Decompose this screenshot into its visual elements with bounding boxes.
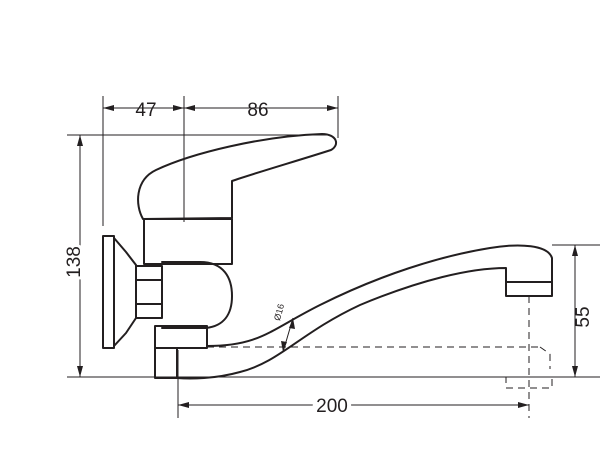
- mixer-body: [143, 218, 233, 379]
- spout: [176, 244, 553, 380]
- dimension-spout-height: [552, 244, 600, 377]
- dimension-spout-reach: [177, 350, 529, 418]
- spout-swivel-hidden-lines: [207, 346, 553, 389]
- total-height-label: 138: [64, 246, 85, 278]
- hex-nut: [135, 265, 163, 319]
- lever-handle: [137, 133, 338, 220]
- dimension-lever-top: [102, 96, 339, 226]
- wall-flange: [102, 235, 137, 349]
- spout-height-label: 55: [573, 306, 594, 327]
- spout-reach-label: 200: [316, 396, 348, 417]
- dimension-total-height: [67, 134, 600, 378]
- spout-diameter-label: Ø16: [272, 303, 286, 322]
- dimension-spout-diameter: [281, 317, 295, 353]
- lever-offset-label: 47: [135, 100, 156, 121]
- lever-length-label: 86: [247, 100, 268, 121]
